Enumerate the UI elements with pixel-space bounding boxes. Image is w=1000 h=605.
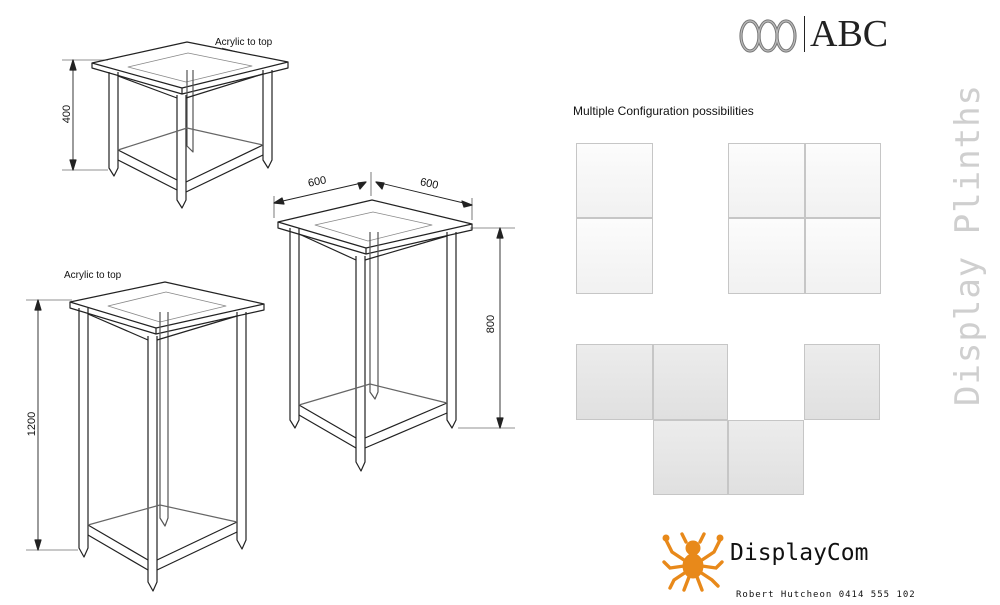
- displaycom-figure-icon: [662, 532, 724, 592]
- config-tile: [576, 143, 653, 218]
- config-tile: [805, 143, 881, 218]
- displaycom-wordmark: DisplayCom: [730, 540, 869, 566]
- plinth-drawings: [26, 41, 515, 592]
- tall-plinth-height: 1200: [26, 411, 38, 437]
- abc-divider: [804, 16, 805, 52]
- plinth-tall: [26, 281, 265, 592]
- abc-logo: ABC: [736, 12, 906, 58]
- config-tile: [653, 420, 728, 495]
- config-tile: [653, 344, 728, 420]
- contact-line: Robert Hutcheon 0414 555 102: [736, 590, 916, 600]
- abc-wordmark: ABC: [810, 13, 889, 55]
- config-tile: [576, 218, 653, 294]
- config-tile: [728, 218, 805, 294]
- plinth-medium: [273, 172, 515, 472]
- small-plinth-note: Acrylic to top: [215, 37, 273, 48]
- config-tile: [805, 218, 881, 294]
- config-tile: [728, 143, 805, 218]
- side-title: Display Plinths: [948, 83, 988, 407]
- medium-plinth-height: 800: [485, 314, 497, 334]
- config-tile: [804, 344, 880, 420]
- tall-plinth-note: Acrylic to top: [64, 270, 122, 281]
- plinth-small: [62, 41, 289, 209]
- small-plinth-height: 400: [61, 104, 73, 124]
- config-title: Multiple Configuration possibilities: [573, 104, 754, 118]
- abc-lissajous-icon: [739, 19, 797, 53]
- config-tile: [576, 344, 653, 420]
- config-tile: [728, 420, 804, 495]
